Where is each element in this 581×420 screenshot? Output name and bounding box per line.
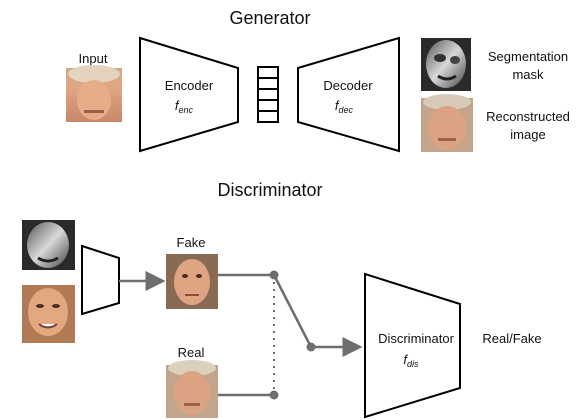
input-face-image [66,65,122,122]
encoder-symbol: fenc [175,98,194,115]
discriminator-block [364,272,461,419]
latent-code [257,66,279,123]
real-label: Real [178,345,205,360]
discriminator-symbol: fdis [403,352,419,369]
reconstructed-label-line1: Reconstructed [486,109,570,124]
decoder-label: Decoder [323,78,373,93]
decoder-symbol: fdec [335,98,354,115]
connector-lines [119,271,363,397]
mask-input-image [22,220,75,270]
encoder-block [139,36,239,153]
real-face-image [166,360,218,418]
segmentation-mask-label-line1: Segmentation [488,49,568,64]
reconstructed-label-line2: image [510,127,545,142]
encoder-label: Encoder [165,78,214,93]
decoder-block [297,36,400,153]
connector-nodes [269,270,316,400]
real-fake-output-label: Real/Fake [482,331,541,346]
fake-label: Fake [177,235,206,250]
fake-face-image [166,254,218,309]
segmentation-mask-image [421,38,471,91]
reconstructed-image [421,94,473,152]
segmentation-mask-label-line2: mask [512,67,544,82]
small-generator-block [81,244,120,316]
discriminator-title: Discriminator [217,180,322,200]
source-face-image [22,285,75,343]
discriminator-block-label: Discriminator [378,331,455,346]
generator-title: Generator [229,8,310,28]
input-label: Input [79,51,108,66]
